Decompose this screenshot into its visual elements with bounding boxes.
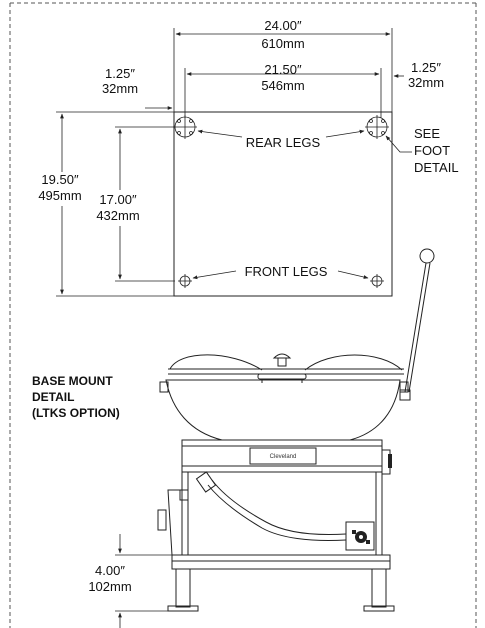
see-foot-detail-line1: SEE — [414, 126, 440, 141]
right-offset-mm: 32mm — [408, 75, 444, 90]
see-foot-detail-line2: FOOT — [414, 143, 450, 158]
front-legs-label: FRONT LEGS — [245, 264, 328, 279]
front-leg-right-symbol — [370, 274, 384, 288]
leg-height-mm: 102mm — [88, 579, 131, 594]
see-foot-detail-line3: DETAIL — [414, 160, 459, 175]
left-offset-mm: 32mm — [102, 81, 138, 96]
base-mount-detail-line3: (LTKS OPTION) — [32, 406, 120, 420]
brand-label: Cleveland — [270, 454, 297, 460]
overall-depth-mm: 495mm — [38, 188, 81, 203]
plan-view: 24.00″ 610mm 21.50″ 546mm 1.25″ 32mm 1.2… — [28, 18, 459, 297]
left-offset-in: 1.25″ — [105, 66, 135, 81]
base-mount-detail-line1: BASE MOUNT — [32, 374, 113, 388]
rear-leg-right-symbol — [365, 115, 389, 139]
base-mount-detail-line2: DETAIL — [32, 390, 74, 404]
right-offset-in: 1.25″ — [411, 60, 441, 75]
rear-leg-left-symbol — [173, 115, 197, 139]
brand-plate — [249, 447, 317, 465]
valve-assembly — [345, 521, 375, 551]
base-outline — [173, 111, 393, 297]
lid-right-dome — [304, 354, 403, 371]
leg-span-mm: 546mm — [261, 78, 304, 93]
tilt-handle — [399, 248, 435, 401]
kettle-bowl — [165, 379, 401, 441]
page-border — [9, 2, 477, 628]
overall-width-mm: 610mm — [261, 36, 304, 51]
leg-depth-in: 17.00″ — [99, 192, 137, 207]
front-elevation: Cleveland BASE MOUNT — [32, 248, 435, 628]
leg-span-in: 21.50″ — [264, 62, 302, 77]
front-leg-left-symbol — [178, 274, 192, 288]
overall-depth-in: 19.50″ — [41, 172, 79, 187]
leg-depth-mm: 432mm — [96, 208, 139, 223]
leg-height-in: 4.00″ — [95, 563, 125, 578]
water-hose — [207, 484, 347, 541]
lid-left-dome — [169, 354, 263, 371]
overall-width-in: 24.00″ — [264, 18, 302, 33]
base-mount-frame — [171, 554, 391, 570]
rear-legs-label: REAR LEGS — [246, 135, 321, 150]
